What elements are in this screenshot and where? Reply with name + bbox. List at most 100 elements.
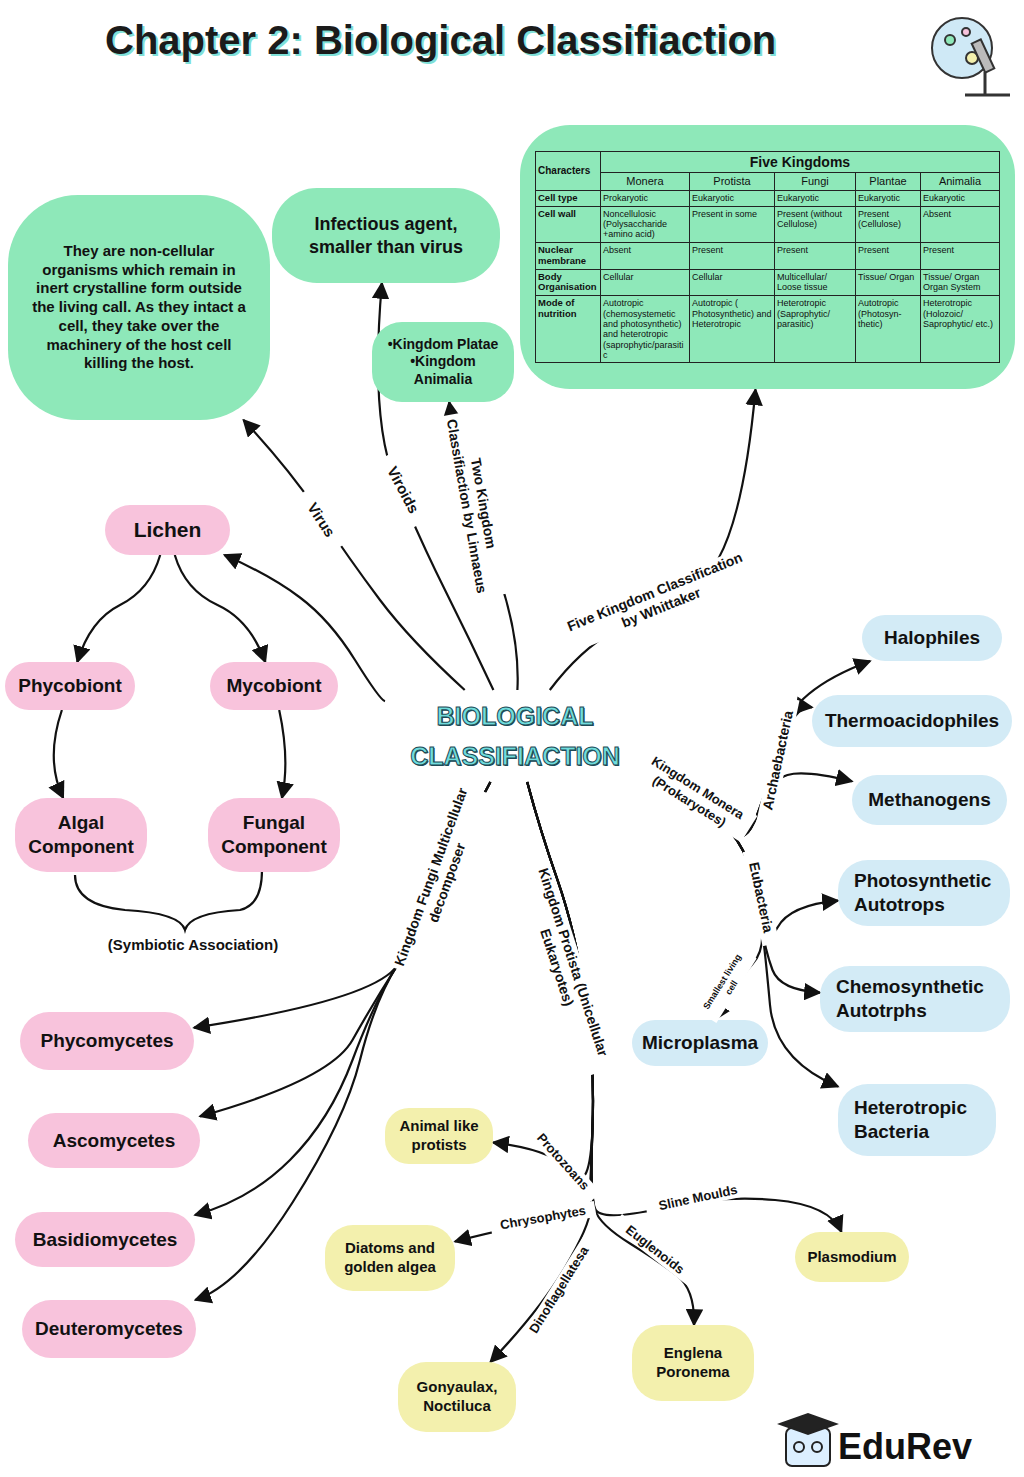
topic-box: Gonyaulax, Noctiluca [398, 1362, 516, 1432]
topic-box: Deuteromycetes [22, 1300, 196, 1358]
node-text: Mycobiont [227, 674, 322, 698]
table-cell: Absent [601, 243, 689, 269]
table-cell: Cell type [536, 191, 600, 206]
connector [195, 782, 490, 1300]
node-text: Ascomycetes [53, 1129, 176, 1153]
table-cell: Cellular [601, 270, 689, 296]
table-cell: Heterotropic (Saprophytic/ parasitic) [775, 296, 855, 362]
table-cell: Heterotropic (Holozoic/ Saprophytic/ etc… [921, 296, 999, 362]
connector [244, 420, 465, 690]
table-cell: Prokaryotic [601, 191, 689, 206]
node-text: Chemosynthetic Autotrphs [836, 975, 1000, 1023]
edurev-logo [780, 1414, 836, 1466]
node-text: Halophiles [884, 626, 980, 650]
topic-box: Heterotropic Bacteria [838, 1084, 996, 1156]
table-cell: Monera [601, 173, 689, 190]
branch-label: Eubacteria [743, 848, 779, 945]
node-text: Phycomycetes [40, 1029, 173, 1053]
node-text: Basidiomycetes [33, 1228, 178, 1252]
table-cell: Nuclear membrane [536, 243, 600, 269]
branch-label: Kingdom Fungi Multicellular decomposer [390, 782, 489, 978]
table-cell: Present (without Cellulose) [775, 207, 855, 242]
table-cell: Cellular [690, 270, 774, 296]
table-cell: Body Organisation [536, 270, 600, 296]
topic-box: Lichen [105, 505, 230, 555]
topic-box: Thermoacidophiles [812, 695, 1012, 747]
edge-label: Dinoflagellatesa [519, 1232, 599, 1347]
table-cell: Fungi [775, 173, 855, 190]
connector [194, 782, 490, 1028]
table-cell: Present [690, 243, 774, 269]
table-cell: Cell wall [536, 207, 600, 242]
topic-box: Ascomycetes [28, 1113, 200, 1168]
table-cell: Characters [536, 152, 600, 190]
topic-box: •Kingdom Platae•Kingdom Animalia [372, 322, 514, 402]
table-cell: Tissue/ Organ [856, 270, 920, 296]
connector [54, 710, 63, 798]
topic-box: They are non-cellular organisms which re… [8, 195, 270, 420]
topic-box: Mycobiont [210, 662, 338, 710]
table-cell: Present [921, 243, 999, 269]
edge-label: Five Kingdom Classification by Whittaker [561, 548, 755, 653]
table-cell: Autotropic (chemosystemetic and photosyn… [601, 296, 689, 362]
node-text: Methanogens [868, 788, 990, 812]
symbiosis-bracket [75, 870, 262, 930]
branch-label: (Symbiotic Association) [90, 936, 296, 954]
node-text: Heterotropic Bacteria [854, 1096, 986, 1144]
node-text: Lichen [134, 517, 202, 543]
table-cell: Tissue/ Organ Organ System [921, 270, 999, 296]
topic-box: Basidiomycetes [15, 1212, 195, 1267]
table-cell: Noncellulosic (Polysaccharide +amino aci… [601, 207, 689, 242]
node-text: Deuteromycetes [35, 1317, 183, 1341]
topic-box: Fungal Component [208, 798, 340, 872]
node-text: Englena Poronema [642, 1344, 744, 1382]
node-text: They are non-cellular organisms which re… [32, 242, 246, 373]
table-cell: Autotropic ( Photosynthetic) and Heterot… [690, 296, 774, 362]
table-cell: Eukaryotic [856, 191, 920, 206]
table-cell: Present [775, 243, 855, 269]
central-topic: BIOLOGICAL CLASSIFIACTION [385, 690, 645, 782]
node-text: Animal like protists [395, 1117, 483, 1155]
table-cell: Multicellular/ Loose tissue [775, 270, 855, 296]
edge-label: Smallest living cell [698, 947, 757, 1023]
title: Chapter 2: Biological Classifiaction [105, 18, 776, 63]
branch-label: Kingdom Monera (Prokaryotes) [629, 747, 757, 843]
node-text: Microplasma [642, 1031, 758, 1055]
connector [279, 710, 285, 798]
topic-box: Chemosynthetic Autotrphs [820, 966, 1010, 1032]
edge-label: Virus [295, 487, 346, 552]
topic-box: Phycomycetes [20, 1012, 194, 1070]
topic-box: Halophiles [862, 615, 1002, 661]
table-cell: Present [856, 243, 920, 269]
node-text: Thermoacidophiles [825, 709, 999, 733]
table-cell: Present (Cellulose) [856, 207, 920, 242]
connector [195, 782, 490, 1215]
table-cell: Present in some [690, 207, 774, 242]
node-text: Infectious agent, smaller than virus [282, 213, 490, 258]
topic-box: Microplasma [632, 1020, 768, 1066]
kingdom-table: CharactersFive KingdomsMoneraProtistaFun… [535, 151, 1000, 363]
branch-label: Archaebacteria [757, 697, 800, 824]
topic-box: Infectious agent, smaller than virus [272, 188, 500, 283]
topic-box: Phycobiont [5, 662, 135, 710]
node-text: Fungal Component [218, 811, 330, 859]
node-text: Algal Component [25, 811, 137, 859]
kingdom-table-blob: CharactersFive KingdomsMoneraProtistaFun… [520, 125, 1015, 389]
edge-label: Two Kingdom Classifiaction by Linnaeus [442, 410, 507, 599]
brand-logo-text: EduRev [835, 1425, 1021, 1468]
table-cell: Eukaryotic [690, 191, 774, 206]
table-cell: Protista [690, 173, 774, 190]
node-text: Gonyaulax, Noctiluca [408, 1378, 506, 1416]
table-cell: Mode of nutrition [536, 296, 600, 362]
node-text: Plasmodium [807, 1248, 896, 1267]
table-cell: Autotropic (Photosyn- thetic) [856, 296, 920, 362]
topic-box: Plasmodium [795, 1232, 909, 1282]
topic-box: Englena Poronema [632, 1325, 754, 1401]
branch-label: Kingdom Protista (Unicellular Eukaryotes… [514, 852, 616, 1077]
table-cell: Absent [921, 207, 999, 242]
connector [224, 555, 385, 701]
table-cell: Eukaryotic [921, 191, 999, 206]
topic-box: Methanogens [852, 775, 1007, 825]
table-cell: Five Kingdoms [601, 152, 999, 172]
